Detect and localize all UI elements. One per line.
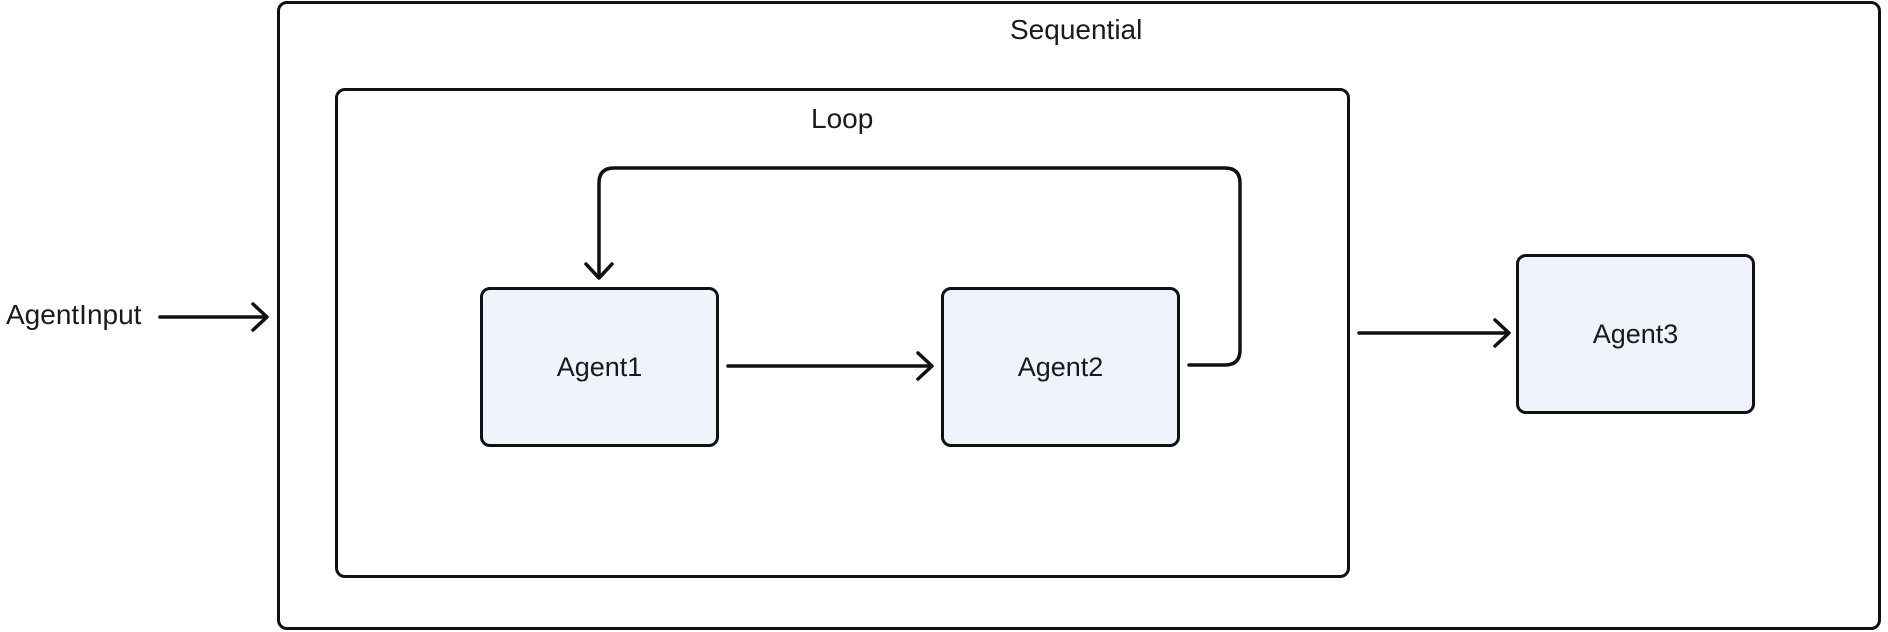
agent1-label: Agent1 <box>556 351 643 382</box>
agent3-node: Agent3 <box>1516 254 1755 414</box>
sequential-label: Sequential <box>1010 14 1143 45</box>
agent2-label: Agent2 <box>1017 351 1104 382</box>
agent2-node: Agent2 <box>941 287 1180 447</box>
loop-label: Loop <box>811 103 874 134</box>
agent3-label: Agent3 <box>1592 318 1679 349</box>
agent-input-label: AgentInput <box>6 299 142 330</box>
agent1-node: Agent1 <box>480 287 719 447</box>
input-arrow <box>158 302 269 332</box>
